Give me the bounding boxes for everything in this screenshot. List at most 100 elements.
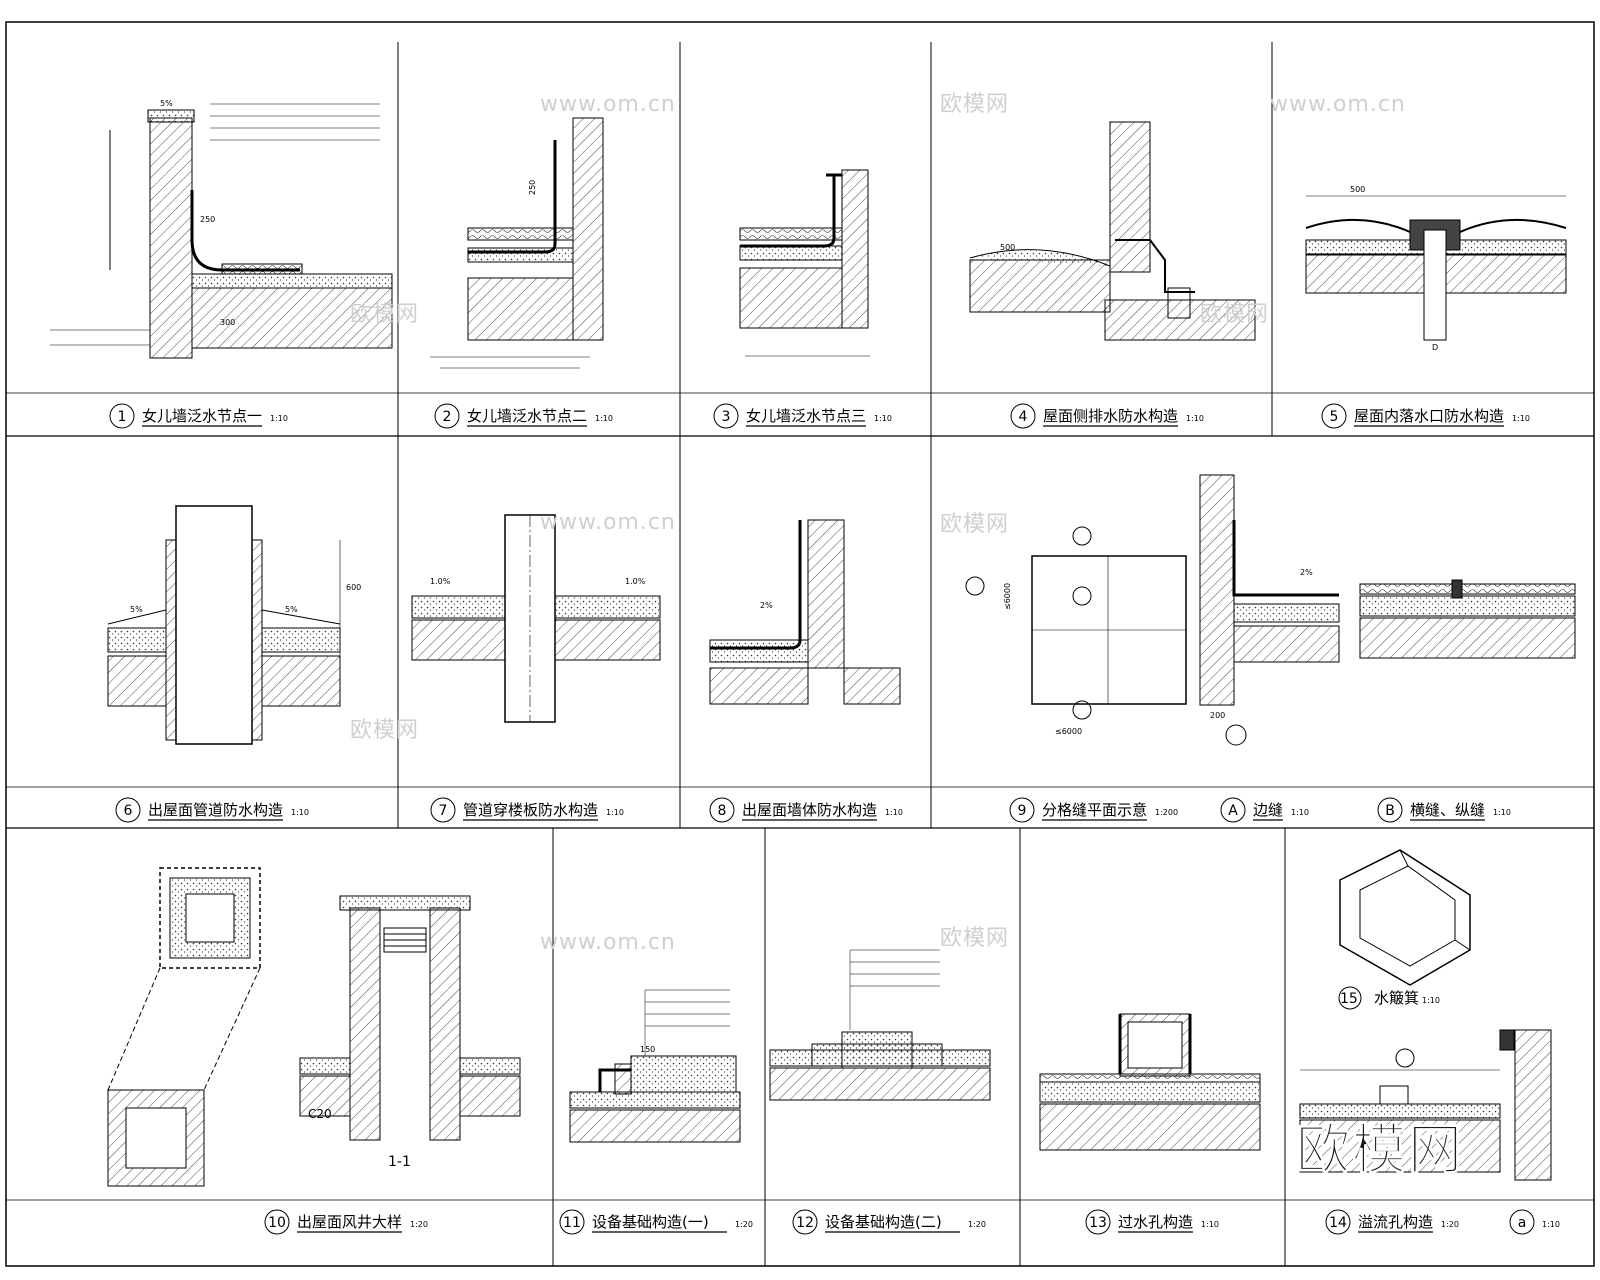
detail-2-parapet-flashing: 250 (430, 117, 604, 369)
detail-11-equipment-base-1: 150 (569, 989, 741, 1143)
detail-number: B (1385, 803, 1395, 819)
dim-slope: 5% (160, 99, 173, 108)
detail-number-circle (1010, 403, 1036, 429)
detail-number-circle (792, 1209, 818, 1235)
section-label: 1-1 (388, 1154, 411, 1170)
detail-scale: 1:10 (874, 414, 892, 423)
detail-8-wall-waterproofing: 2% (709, 519, 901, 705)
detail-number-circle (559, 1209, 585, 1235)
detail-title: 女儿墙泛水节点三 (746, 407, 866, 425)
detail-scale: 1:10 (595, 414, 613, 423)
detail-3-parapet-flashing (739, 169, 870, 357)
detail-scale: 1:10 (1512, 414, 1530, 423)
detail-number: a (1518, 1215, 1527, 1231)
detail-title: 溢流孔构造 (1358, 1213, 1433, 1231)
detail-title: 设备基础构造(二) (825, 1213, 942, 1231)
detail-12-equipment-base-2 (769, 949, 991, 1101)
detail-number-circle (1321, 403, 1347, 429)
detail-number-circle (1085, 1209, 1111, 1235)
detail-number-circle (264, 1209, 290, 1235)
detail-number-circle (1009, 797, 1035, 823)
detail-9-joint-plan: ≤6000 ≤6000 (965, 526, 1187, 736)
detail-title: 边缝 (1253, 801, 1283, 819)
detail-title: 分格缝平面示意 (1042, 801, 1147, 819)
sheet-border (5, 21, 1595, 1267)
detail-10-vent-shaft: C20 1-1 (107, 867, 521, 1187)
detail-13-drain-hole (1039, 1013, 1261, 1151)
detail-number: 2 (443, 409, 452, 425)
detail-1-parapet-flashing: 250 300 5% (50, 99, 393, 359)
detail-number: 11 (563, 1215, 581, 1231)
dim-slope: 5% (285, 605, 298, 614)
detail-title: 横缝、纵缝 (1410, 801, 1485, 819)
detail-B-cross-joint (1359, 579, 1576, 659)
detail-15-title: 水簸箕 (1374, 989, 1419, 1007)
dim-500: 500 (1350, 185, 1365, 194)
dim-slope: 2% (1300, 568, 1313, 577)
detail-title: 女儿墙泛水节点一 (142, 407, 262, 425)
detail-number: 6 (124, 803, 133, 819)
detail-number-circle (1377, 797, 1403, 823)
detail-number-circle (709, 797, 735, 823)
detail-scale: 1:10 (1186, 414, 1204, 423)
detail-number: 12 (796, 1215, 814, 1231)
detail-number-circle (1220, 797, 1246, 823)
detail-number-circle (115, 797, 141, 823)
detail-title: 出屋面风井大样 (297, 1213, 402, 1231)
dim-6000: ≤6000 (1055, 727, 1082, 736)
detail-scale: 1:10 (1291, 808, 1309, 817)
dim-600: 600 (346, 583, 361, 592)
detail-scale: 1:10 (1201, 1220, 1219, 1229)
detail-scale: 1:10 (291, 808, 309, 817)
detail-number: 13 (1089, 1215, 1107, 1231)
detail-number: 1 (118, 409, 127, 425)
detail-number: 7 (439, 803, 448, 819)
dim-6000: ≤6000 (1003, 583, 1012, 610)
watermark-logo: 欧模网 (1296, 1118, 1464, 1182)
detail-scale: 1:10 (1542, 1220, 1560, 1229)
detail-number-circle (430, 797, 456, 823)
detail-7-pipe-through-slab: 1.0% 1.0% (411, 514, 661, 723)
detail-number: 10 (268, 1215, 286, 1231)
detail-title: 过水孔构造 (1118, 1213, 1193, 1231)
detail-scale: 1:20 (1441, 1220, 1459, 1229)
detail-scale: 1:10 (606, 808, 624, 817)
detail-scale: 1:20 (735, 1220, 753, 1229)
detail-scale: 1:10 (1493, 808, 1511, 817)
detail-number: 3 (722, 409, 731, 425)
detail-number: 14 (1329, 1215, 1347, 1231)
detail-15-scale: 1:10 (1422, 996, 1440, 1005)
detail-scale: 1:20 (968, 1220, 986, 1229)
detail-6-pipe-penetration: 600 5% 5% (107, 505, 361, 745)
detail-number: 8 (718, 803, 727, 819)
dim-500: 500 (1000, 243, 1015, 252)
detail-number: A (1228, 803, 1238, 819)
detail-A-edge-joint: 200 2% (1199, 474, 1340, 746)
detail-5-internal-drain: 500 D (1305, 185, 1567, 352)
detail-scale: 1:200 (1155, 808, 1178, 817)
concrete-label: C20 (308, 1107, 332, 1121)
detail-scale: 1:10 (270, 414, 288, 423)
detail-15-number: 15 (1340, 991, 1358, 1007)
dim-D: D (1432, 343, 1438, 352)
detail-title: 出屋面管道防水构造 (148, 801, 283, 819)
detail-number: 4 (1019, 409, 1028, 425)
dim-300: 300 (220, 318, 235, 327)
detail-number-circle (1325, 1209, 1351, 1235)
dim-150: 150 (640, 1045, 655, 1054)
detail-title: 出屋面墙体防水构造 (742, 801, 877, 819)
dim-slope: 5% (130, 605, 143, 614)
detail-number-circle (109, 403, 135, 429)
detail-title: 屋面内落水口防水构造 (1354, 407, 1504, 425)
dim-slope: 2% (760, 601, 773, 610)
dim-200: 200 (1210, 711, 1225, 720)
detail-number-circle (1509, 1209, 1535, 1235)
detail-14-overflow-hole (1299, 1029, 1552, 1181)
detail-4-side-drainage: 500 (969, 121, 1256, 341)
detail-scale: 1:20 (410, 1220, 428, 1229)
dim-250: 250 (200, 215, 215, 224)
detail-number: 9 (1018, 803, 1027, 819)
detail-15-splash-block: 15 水簸箕 1:10 (1338, 849, 1471, 1010)
